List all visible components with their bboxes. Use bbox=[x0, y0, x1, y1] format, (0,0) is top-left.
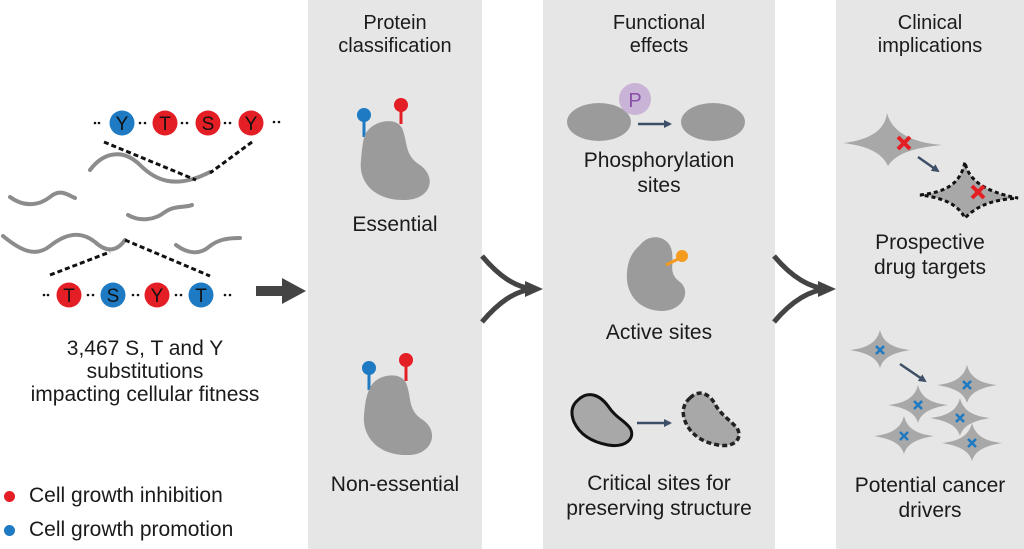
legend-label: Cell growth inhibition bbox=[29, 484, 223, 507]
panel-protein-classification bbox=[308, 0, 482, 549]
svg-text:T: T bbox=[63, 286, 75, 307]
summary-line: 3,467 S, T and Y bbox=[66, 337, 224, 360]
essential-protein-icon bbox=[357, 98, 430, 201]
title-line: Protein bbox=[363, 12, 427, 34]
residue-y: Y bbox=[144, 282, 170, 308]
residue-t: T bbox=[188, 282, 214, 308]
drug-target-cell-icon bbox=[843, 113, 1019, 221]
svg-text:S: S bbox=[107, 286, 120, 307]
mutation-mark-icon bbox=[955, 413, 965, 423]
blue-dot-icon bbox=[4, 524, 15, 536]
residue-s: S bbox=[100, 282, 126, 308]
structure-icon bbox=[570, 391, 741, 448]
protein-chains bbox=[1, 152, 242, 255]
label-drug-targets: Prospective drug targets bbox=[836, 230, 1024, 280]
panel-title: Protein classification bbox=[308, 12, 482, 58]
label-line: drug targets bbox=[873, 256, 987, 279]
wavy-chain bbox=[88, 152, 212, 184]
mapping-lines bbox=[49, 140, 253, 278]
svg-text:Y: Y bbox=[116, 114, 129, 135]
label-line: Phosphorylation bbox=[583, 149, 735, 172]
active-site-icon bbox=[626, 237, 688, 311]
flow-arrow-icon bbox=[256, 278, 306, 304]
mutation-mark-icon bbox=[962, 380, 972, 390]
residue-y: Y bbox=[238, 110, 264, 136]
wavy-chain bbox=[126, 203, 194, 222]
label-critical-sites: Critical sites for preserving structure bbox=[543, 471, 775, 521]
mutation-mark-icon bbox=[899, 431, 909, 441]
label-line: Critical sites for bbox=[587, 472, 731, 495]
summary-line: impacting cellular fitness bbox=[30, 383, 260, 406]
legend-item-promotion: Cell growth promotion bbox=[4, 518, 233, 542]
mutation-mark-icon bbox=[913, 400, 923, 410]
title-line: effects bbox=[629, 35, 689, 57]
label-line: Active sites bbox=[605, 321, 713, 344]
merge-arrowhead-icon bbox=[818, 281, 836, 297]
panel-title: Functional effects bbox=[543, 12, 775, 58]
svg-text:Y: Y bbox=[245, 114, 258, 135]
residue-y: Y bbox=[109, 110, 135, 136]
label-cancer-drivers: Potential cancer drivers bbox=[836, 473, 1024, 523]
svg-text:Y: Y bbox=[151, 286, 164, 307]
cancer-driver-cells-icon bbox=[850, 330, 1002, 461]
legend-label: Cell growth promotion bbox=[29, 518, 234, 541]
label-essential: Essential bbox=[352, 213, 438, 236]
sequence-dotted-links bbox=[42, 120, 281, 297]
panel-clinical-implications bbox=[836, 0, 1024, 549]
merge-arrowhead-icon bbox=[525, 281, 543, 297]
red-dot-icon bbox=[4, 490, 15, 502]
label-line: Prospective bbox=[875, 231, 985, 254]
label-active-sites: Active sites bbox=[543, 320, 775, 345]
title-line: Clinical bbox=[897, 12, 963, 34]
residue-t: T bbox=[56, 282, 82, 308]
residue-t: T bbox=[152, 110, 178, 136]
summary-line: substitutions bbox=[86, 360, 204, 383]
label-line: drivers bbox=[898, 499, 962, 522]
label-phosphorylation-sites: Phosphorylation sites bbox=[543, 148, 775, 198]
svg-text:P: P bbox=[628, 90, 641, 112]
title-line: implications bbox=[877, 35, 983, 57]
residue-s: S bbox=[195, 110, 221, 136]
spread-arrow-icon bbox=[899, 362, 927, 383]
label-line: Potential cancer bbox=[854, 474, 1006, 497]
wavy-chain bbox=[174, 236, 242, 255]
label-line: sites bbox=[637, 174, 681, 197]
non-essential-protein-icon bbox=[362, 353, 433, 456]
phosphorylation-icon: P bbox=[567, 83, 745, 141]
mutation-mark-icon bbox=[875, 345, 885, 355]
wavy-chain bbox=[8, 190, 77, 207]
legend-item-inhibition: Cell growth inhibition bbox=[4, 484, 223, 508]
svg-text:T: T bbox=[159, 114, 171, 135]
title-line: classification bbox=[338, 35, 452, 57]
svg-text:S: S bbox=[202, 114, 215, 135]
mutation-mark-icon bbox=[967, 438, 977, 448]
substitutions-summary: 3,467 S, T and Y substitutions impacting… bbox=[0, 337, 290, 406]
svg-text:T: T bbox=[195, 286, 207, 307]
label-line: preserving structure bbox=[566, 497, 752, 520]
title-line: Functional bbox=[612, 12, 706, 34]
wavy-chain bbox=[1, 232, 127, 254]
label-non-essential: Non-essential bbox=[330, 473, 460, 496]
panel-title: Clinical implications bbox=[836, 12, 1024, 58]
